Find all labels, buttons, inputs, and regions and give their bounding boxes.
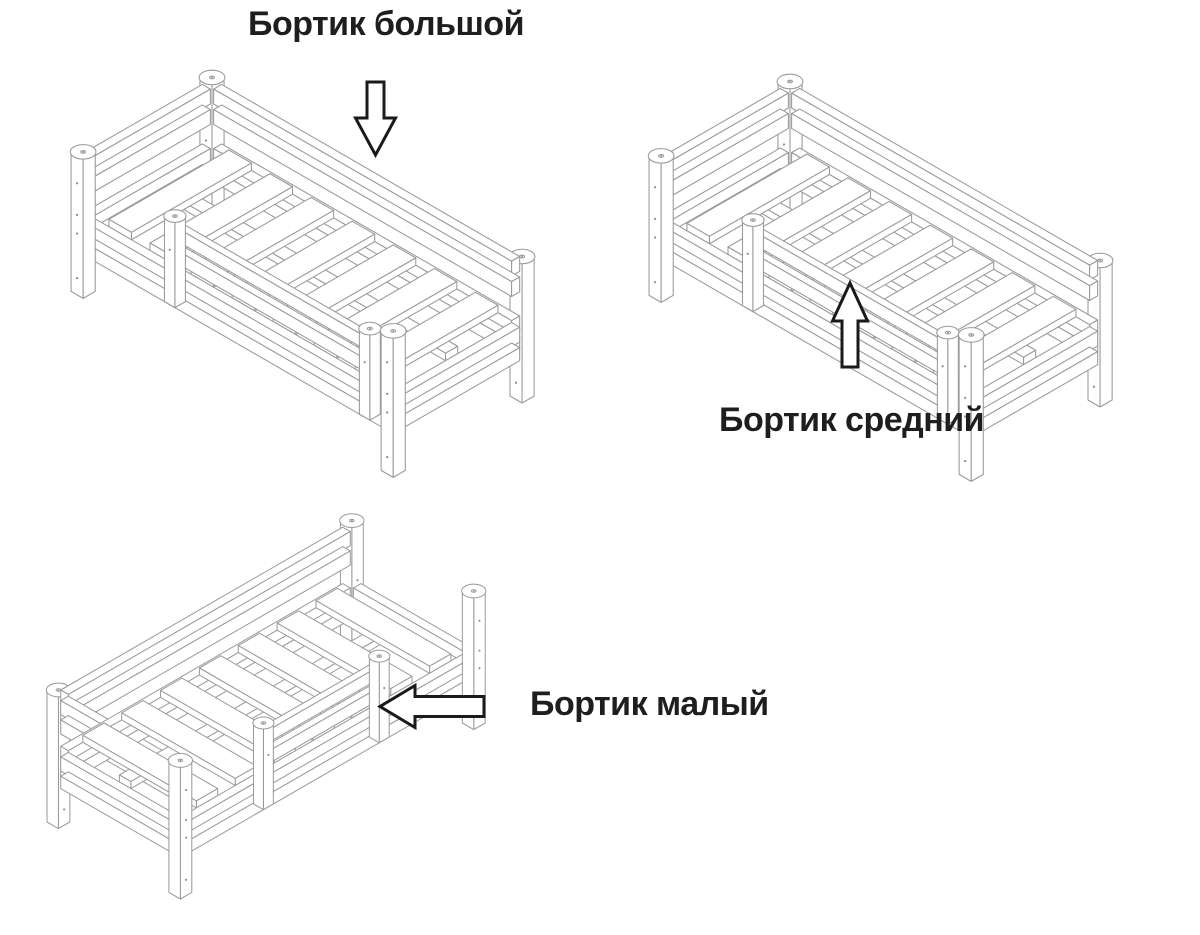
rail-label-large: Бортик большой xyxy=(248,5,524,43)
bed-diagram-small-rail xyxy=(45,513,487,900)
bed-diagram-large-rail xyxy=(69,69,536,478)
rail-label-medium: Бортик средний xyxy=(719,401,985,439)
rail-label-small: Бортик малый xyxy=(530,685,769,723)
arrow-down-icon xyxy=(352,80,399,159)
arrow-up-icon xyxy=(830,279,870,369)
arrow-left-icon xyxy=(377,682,486,731)
